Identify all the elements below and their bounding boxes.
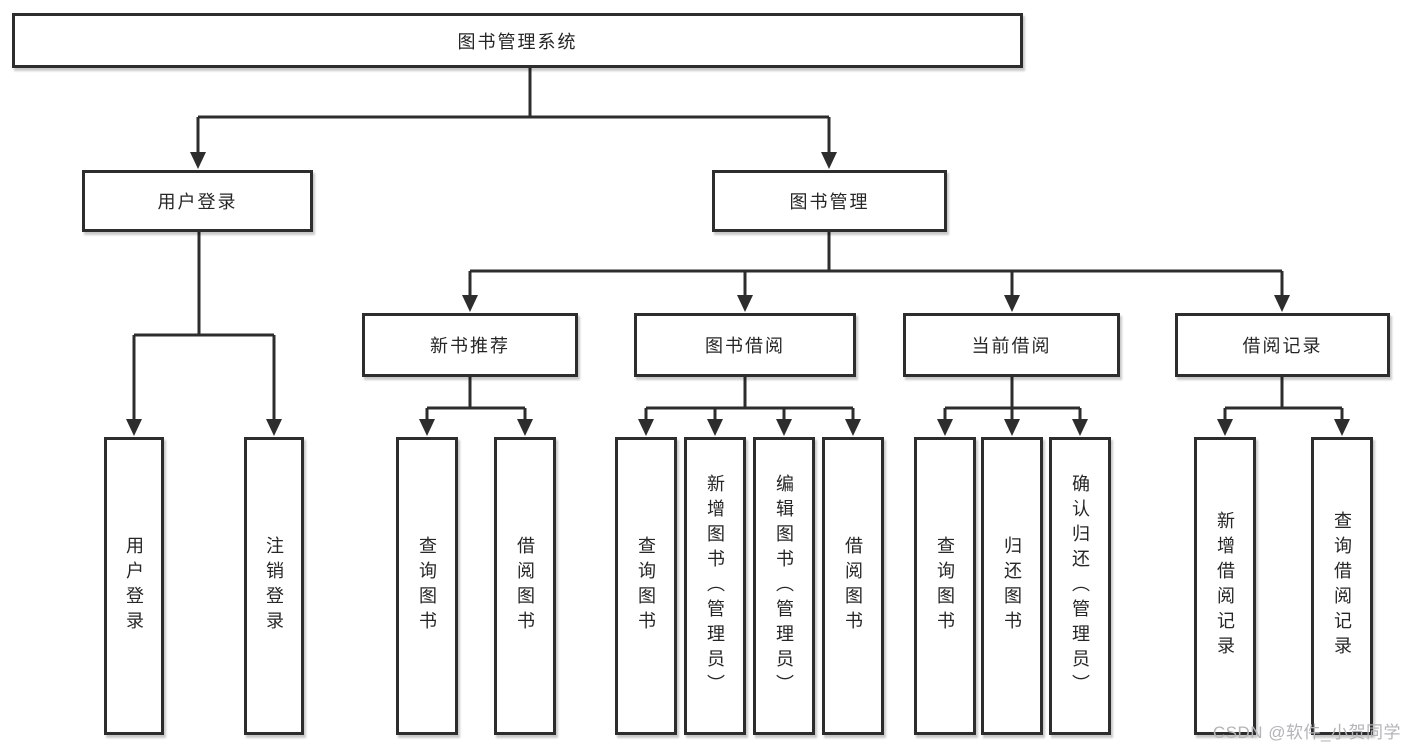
node-label: 借阅记录 <box>1242 336 1323 356</box>
node-label: 新增借阅记录 <box>1215 511 1235 661</box>
node-user-login: 用户登录 <box>82 170 313 232</box>
leaf-logout: 注销登录 <box>244 437 304 735</box>
node-label: 注销登录 <box>264 536 284 636</box>
node-library-management-system: 图书管理系统 <box>12 13 1023 68</box>
node-label: 用户登录 <box>124 536 144 636</box>
node-book-borrowing: 图书借阅 <box>634 313 856 377</box>
arrow-icon <box>1217 419 1233 436</box>
node-label: 查询图书 <box>636 536 656 636</box>
tree-edges <box>132 68 1344 421</box>
node-label: 查询图书 <box>935 536 955 636</box>
arrow-icon <box>126 419 142 436</box>
node-label: 查询图书 <box>417 536 437 636</box>
node-new-book-recommend: 新书推荐 <box>362 313 578 377</box>
leaf-add-borrow-record: 新增借阅记录 <box>1194 437 1256 735</box>
leaf-add-book-admin: 新增图书（管理员） <box>684 437 746 735</box>
node-label: 归还图书 <box>1002 536 1022 636</box>
leaf-borrow-book-recommend: 借阅图书 <box>494 437 556 735</box>
node-label: 借阅图书 <box>843 536 863 636</box>
node-label: 图书借阅 <box>705 336 785 356</box>
leaf-borrow-book: 借阅图书 <box>822 437 884 735</box>
arrowheads <box>126 152 1350 436</box>
arrow-icon <box>462 295 478 312</box>
node-label: 确认归还（管理员） <box>1070 473 1090 699</box>
arrow-icon <box>419 419 435 436</box>
arrow-icon <box>776 419 792 436</box>
node-label: 图书管理 <box>789 192 870 212</box>
arrow-icon <box>517 419 533 436</box>
node-label: 当前借阅 <box>971 336 1052 356</box>
arrow-icon <box>1004 295 1020 312</box>
arrow-icon <box>190 152 206 169</box>
leaf-query-borrow-record: 查询借阅记录 <box>1311 437 1373 735</box>
arrow-icon <box>638 419 654 436</box>
arrow-icon <box>821 152 837 169</box>
node-borrow-records: 借阅记录 <box>1175 313 1390 377</box>
arrow-icon <box>937 419 953 436</box>
arrow-icon <box>266 419 282 436</box>
leaf-edit-book-admin: 编辑图书（管理员） <box>753 437 815 735</box>
node-label: 编辑图书（管理员） <box>774 473 794 699</box>
leaf-query-book-borrowing: 查询图书 <box>615 437 677 735</box>
leaf-return-book: 归还图书 <box>981 437 1043 735</box>
node-current-borrowing: 当前借阅 <box>903 313 1120 377</box>
arrow-icon <box>1072 419 1088 436</box>
node-label: 借阅图书 <box>515 536 535 636</box>
arrow-icon <box>1004 419 1020 436</box>
watermark: CSDN @软件_小贺同学 <box>1212 723 1401 742</box>
arrow-icon <box>707 419 723 436</box>
arrow-icon <box>737 295 753 312</box>
node-book-management: 图书管理 <box>712 170 947 232</box>
arrow-icon <box>845 419 861 436</box>
node-label: 新书推荐 <box>430 336 510 356</box>
leaf-confirm-return-admin: 确认归还（管理员） <box>1049 437 1111 735</box>
node-label: 新增图书（管理员） <box>705 473 725 699</box>
leaf-user-login: 用户登录 <box>104 437 164 735</box>
node-label: 用户登录 <box>157 192 238 212</box>
leaf-query-book-recommend: 查询图书 <box>396 437 458 735</box>
node-label: 图书管理系统 <box>457 31 578 52</box>
arrow-icon <box>1334 419 1350 436</box>
leaf-query-book-current: 查询图书 <box>914 437 976 735</box>
arrow-icon <box>1274 295 1290 312</box>
node-label: 查询借阅记录 <box>1332 511 1352 661</box>
